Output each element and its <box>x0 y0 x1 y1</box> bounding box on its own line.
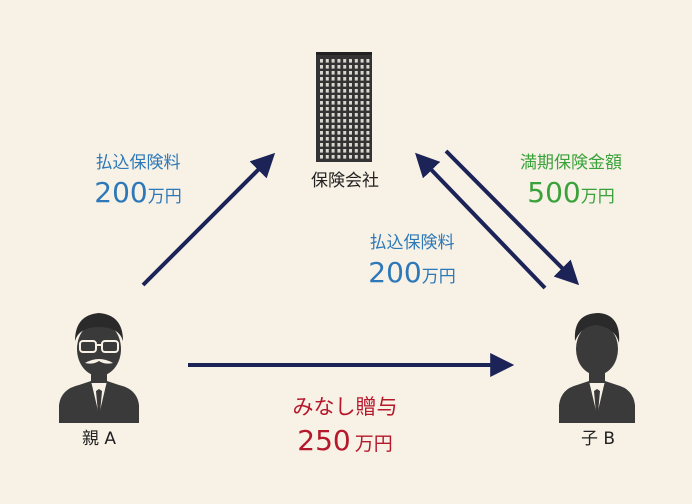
arrow-insurer-to-child <box>444 149 580 286</box>
parent-premium-amount-line: 200万円 <box>78 178 198 208</box>
deemed-gift-title: みなし贈与 <box>292 395 398 419</box>
arrow-parent-to-insurer <box>141 152 276 287</box>
parent-premium-amount: 200 <box>94 176 148 209</box>
parent-label: 親 A <box>81 429 117 449</box>
child-premium-amount: 200 <box>368 256 422 289</box>
maturity-benefit-label: 満期保険金額 500万円 <box>506 152 636 208</box>
parent-premium-title: 払込保険料 <box>95 153 181 173</box>
child-premium-unit: 万円 <box>421 267 456 287</box>
child-premium-label: 払込保険料 200万円 <box>352 232 472 288</box>
child-premium-title: 払込保険料 <box>369 233 455 253</box>
deemed-gift-amount: 250 <box>297 424 351 457</box>
parent-person-icon <box>59 313 139 423</box>
child-premium-amount-line: 200万円 <box>352 258 472 288</box>
maturity-benefit-unit: 万円 <box>580 187 615 207</box>
arrow-child-to-insurer <box>415 152 547 290</box>
child-label: 子 B <box>580 429 616 449</box>
insurer-label: 保険会社 <box>311 171 379 191</box>
building-icon <box>316 52 372 162</box>
maturity-benefit-amount-line: 500万円 <box>506 178 636 208</box>
maturity-benefit-amount: 500 <box>527 176 581 209</box>
parent-premium-label: 払込保険料 200万円 <box>78 152 198 208</box>
deemed-gift-unit: 万円 <box>354 433 393 455</box>
parent-premium-unit: 万円 <box>147 187 182 207</box>
maturity-benefit-title: 満期保険金額 <box>520 153 622 173</box>
child-person-icon <box>559 313 635 423</box>
